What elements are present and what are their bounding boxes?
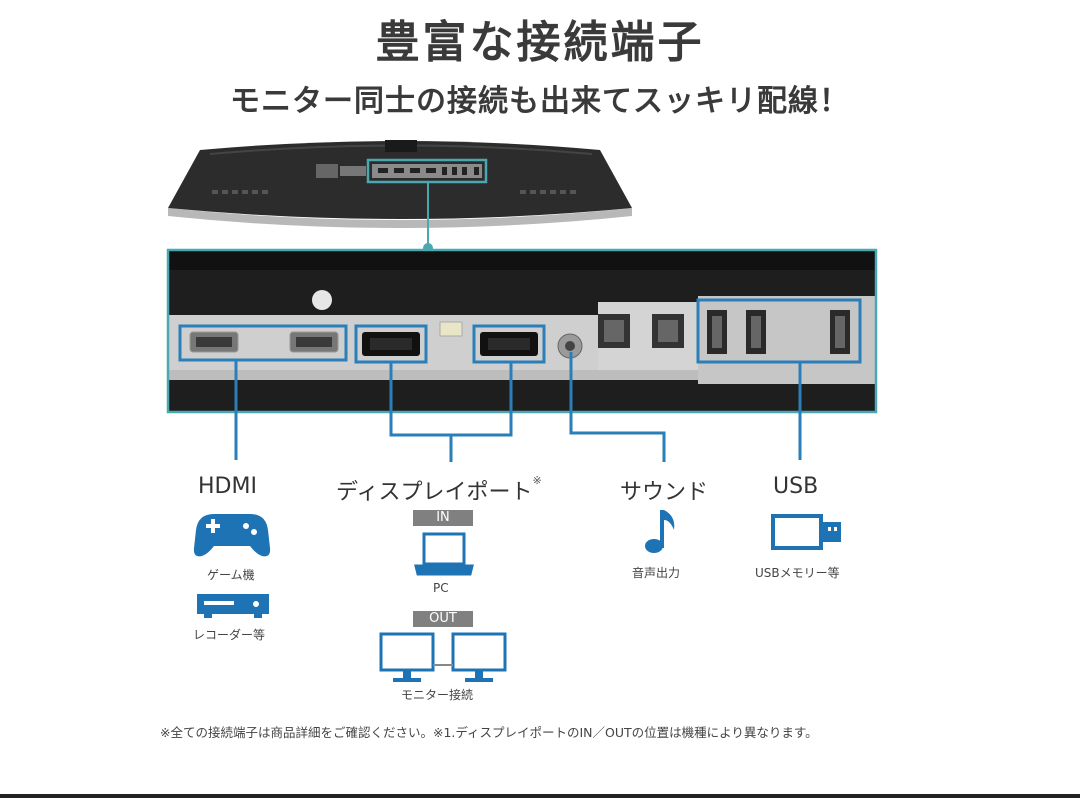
music-note-icon xyxy=(645,510,675,553)
usb-label: USB xyxy=(773,474,819,499)
dual-monitor-icon xyxy=(379,632,507,682)
monitor-rear-image xyxy=(168,140,632,253)
hdmi-use-game: ゲーム機 xyxy=(207,568,255,582)
bottom-divider xyxy=(0,794,1080,798)
displayport-note-mark: ※ xyxy=(532,474,542,487)
displayport-label-wrapper: ディスプレイポート※ xyxy=(336,474,542,506)
displayport-in-use: PC xyxy=(433,581,449,595)
displayport-in-tag: IN xyxy=(413,510,473,526)
port-callout-lines xyxy=(178,298,862,462)
page-title: 豊富な接続端子 xyxy=(375,17,705,68)
sound-use: 音声出力 xyxy=(632,566,681,580)
hdmi-use-recorder: レコーダー等 xyxy=(193,628,266,642)
hdmi-label: HDMI xyxy=(198,474,257,499)
gamepad-icon xyxy=(193,514,271,557)
page-subtitle: モニター同士の接続も出来てスッキリ配線！ xyxy=(230,84,850,119)
usb-stick-icon xyxy=(771,514,841,550)
sound-label: サウンド xyxy=(620,480,709,505)
recorder-icon xyxy=(197,594,269,618)
footnote: ※全ての接続端子は商品詳細をご確認ください。※1.ディスプレイポートのIN／OU… xyxy=(160,725,818,740)
usb-use: USBメモリー等 xyxy=(755,566,840,580)
displayport-label: ディスプレイポート xyxy=(336,480,533,505)
displayport-out-use: モニター接続 xyxy=(401,688,474,702)
laptop-icon xyxy=(414,532,474,576)
displayport-out-tag: OUT xyxy=(413,611,473,627)
port-panel-closeup xyxy=(166,248,878,414)
